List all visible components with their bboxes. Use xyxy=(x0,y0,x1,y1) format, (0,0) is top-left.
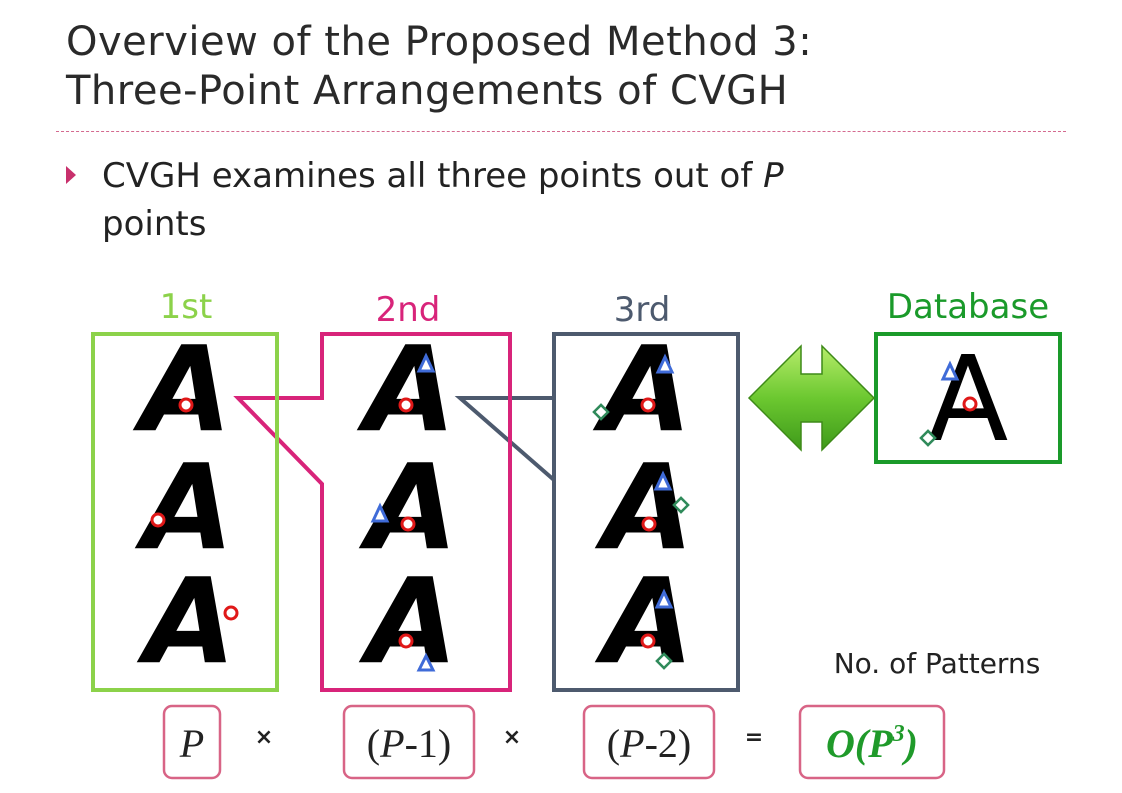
point-diamond-db xyxy=(919,429,937,447)
point-circle-1-2 xyxy=(150,512,166,528)
formula-box-result xyxy=(798,704,946,780)
bullet-text-line2: points xyxy=(102,204,207,244)
formula-result-exp: 3 xyxy=(892,721,905,747)
point-circle-2-1 xyxy=(398,397,414,413)
formula-box-3 xyxy=(582,704,716,780)
label-3rd: 3rd xyxy=(614,290,671,330)
point-circle-3-2 xyxy=(641,516,657,532)
glyph-2-2: A xyxy=(358,438,457,576)
point-triangle-3-2 xyxy=(653,470,673,491)
point-triangle-2-2 xyxy=(370,502,390,523)
glyph-1-1: A xyxy=(132,320,231,458)
formula-term-2-var: P xyxy=(379,721,404,766)
formula-term-2-rest: -1) xyxy=(405,721,452,766)
second-column-frame xyxy=(233,332,512,692)
label-1st: 1st xyxy=(160,287,213,327)
point-triangle-db xyxy=(940,360,960,381)
formula-box-2 xyxy=(342,704,476,780)
times-operator-1: × xyxy=(255,725,273,750)
bullet-arrow-icon xyxy=(66,166,76,184)
glyph-2-1: A xyxy=(356,320,455,458)
point-circle-1-1 xyxy=(178,397,194,413)
bullet-text-var: P xyxy=(763,156,784,196)
equals-operator: = xyxy=(745,725,763,750)
glyph-1-3: A xyxy=(136,552,235,690)
point-diamond-3-1 xyxy=(592,403,610,421)
point-triangle-2-1 xyxy=(416,352,436,373)
times-operator-2: × xyxy=(503,725,521,750)
database-frame xyxy=(874,332,1062,464)
title-divider xyxy=(56,131,1066,132)
point-circle-db xyxy=(962,396,978,412)
point-circle-3-3 xyxy=(640,633,656,649)
third-column-frame xyxy=(454,332,740,692)
formula-term-3-open: ( xyxy=(607,721,620,766)
patterns-label: No. of Patterns xyxy=(834,647,1041,680)
formula-term-1: P xyxy=(179,721,204,766)
point-diamond-3-2 xyxy=(672,496,690,514)
point-triangle-3-3 xyxy=(654,588,674,609)
title-line-1: Overview of the Proposed Method 3: xyxy=(66,19,813,65)
formula-term-3-var: P xyxy=(619,721,644,766)
formula-term-3: (P-2) xyxy=(607,721,691,766)
point-diamond-3-3 xyxy=(655,652,673,670)
glyph-1-2: A xyxy=(134,438,233,576)
formula-term-2: (P-1) xyxy=(367,721,451,766)
formula-term-2-open: ( xyxy=(367,721,380,766)
point-circle-3-1 xyxy=(640,397,656,413)
point-circle-1-3 xyxy=(223,605,239,621)
label-database: Database xyxy=(887,287,1049,327)
point-triangle-3-1 xyxy=(655,353,675,374)
formula-result-prefix: O(P xyxy=(826,721,893,766)
formula-box-1 xyxy=(162,704,222,780)
compare-arrow-icon xyxy=(747,344,876,452)
point-circle-2-2 xyxy=(400,516,416,532)
slide-title: Overview of the Proposed Method 3: Three… xyxy=(66,18,812,116)
point-circle-2-3 xyxy=(398,633,414,649)
formula-term-3-rest: -2) xyxy=(645,721,692,766)
formula-result: O(P3) xyxy=(826,721,918,766)
point-triangle-2-3 xyxy=(416,652,436,672)
glyph-2-3: A xyxy=(358,552,457,690)
glyph-3-3: A xyxy=(594,552,693,690)
first-column-frame xyxy=(91,332,279,692)
bullet-text-prefix: CVGH examines all three points out of xyxy=(102,156,764,196)
formula-result-suffix: ) xyxy=(902,721,918,766)
label-2nd: 2nd xyxy=(376,290,441,330)
glyph-3-1: A xyxy=(592,320,691,458)
title-line-2: Three-Point Arrangements of CVGH xyxy=(66,68,789,114)
